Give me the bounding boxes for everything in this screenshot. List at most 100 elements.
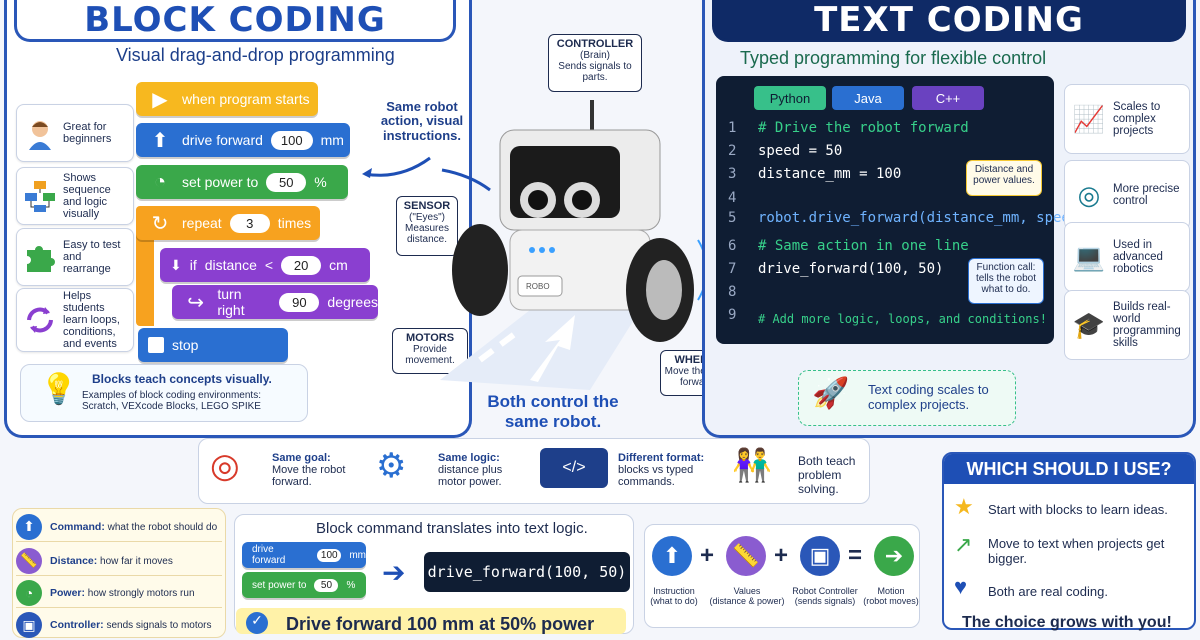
equation-panel [644,524,920,628]
block-value[interactable]: 3 [229,213,270,233]
block-note-body: Examples of block coding environments: S… [82,390,261,412]
feature-label: Easy to test and rearrange [63,239,121,275]
block-stop[interactable]: stop [138,328,288,362]
block-value: 100 [316,548,342,562]
feature-loops: Helps students learn loops, conditions, … [16,288,134,352]
line-number: 1 [728,120,737,136]
gears-icon: ⚙ [376,447,407,485]
compare-title: Same goal: [272,452,331,464]
caption-label: Robot Controller [792,586,858,596]
arrow-up-icon: ⬆ [16,513,42,540]
tab-cpp[interactable]: C++ [912,86,984,110]
block-if[interactable]: ⬇ if distance < 20 cm [160,248,370,282]
legend-desc: how strongly motors run [87,587,195,599]
line-number: 3 [728,166,737,182]
flowchart-icon [21,177,59,215]
callout-body: Provide movement. [405,344,455,366]
line-number: 4 [728,190,737,206]
block-label: drive forward [252,544,286,566]
curved-arrow-left [362,156,431,178]
block-unit: times [277,215,312,231]
block-operator: < [264,257,274,273]
caption-sub: (robot moves) [863,596,919,606]
callout-title: SENSOR [403,200,451,212]
feature-beginners: Great for beginners [16,104,134,162]
block-value[interactable]: 90 [279,292,320,312]
equation-caption: Values(distance & power) [706,586,788,606]
block-label: if [189,257,197,273]
block-label: turn right [217,286,245,318]
block-unit: cm [329,257,348,273]
feature-label: Scales to complex projects [1113,101,1161,137]
feature-skills: 🎓Builds real-world programming skills [1064,290,1190,360]
block-unit: mm [320,132,344,148]
compare-title: Different format: [618,452,705,464]
feature-precise: ◎More precise control [1064,160,1190,230]
caption-label: Instruction [653,586,695,596]
legend-term: Command: [50,520,105,533]
caption-sub: (distance & power) [709,596,785,606]
legend-desc: sends signals to motors [106,620,212,631]
robot-illustration [440,100,710,390]
block-unit: % [314,174,327,190]
equation-caption: Motion(robot moves) [862,586,920,606]
comparison-strip [198,438,870,504]
legend-term: Power: [50,586,86,599]
line-number: 6 [728,238,737,254]
compare-item: Same logic:distance plus motor power. [438,452,530,488]
growth-chart-icon: 📈 [1072,103,1106,134]
code-line: # Same action in one line [758,238,969,254]
block-value[interactable]: 20 [281,255,322,275]
legend-term: Distance: [50,554,98,567]
compare-body: blocks vs typed commands. [618,464,694,488]
legend-command: ⬆Command: what the robot should do [16,512,222,542]
block-value[interactable]: 100 [270,130,313,150]
mini-block-drive: drive forward 100 mm [242,542,366,568]
compare-item: Same goal:Move the robot forward. [272,452,362,488]
block-unit: degrees [327,294,378,310]
feature-test: Easy to test and rearrange [16,228,134,286]
callout-body: Distance and power values. [973,164,1035,186]
line-number: 8 [728,284,737,300]
block-label: drive forward [182,132,263,148]
student-icon [21,114,59,152]
sensor-callout: SENSOR ("Eyes") Measures distance. [396,196,458,256]
feature-scales: 📈Scales to complex projects [1064,84,1190,154]
block-repeat[interactable]: ↻ repeat 3 times [136,206,320,240]
callout-body: Move the robot forward. [664,366,732,388]
block-drive-forward[interactable]: ⬆ drive forward 100 mm [136,123,350,157]
equation-caption: Robot Controller(sends signals) [790,586,860,606]
block-value[interactable]: 50 [266,172,307,192]
mini-block-power: set power to 50 % [242,572,366,598]
feature-label: Great for beginners [63,121,112,145]
feature-label: Helps students learn loops, conditions, … [63,290,120,350]
arrow-down-icon: ⬇ [170,256,182,273]
play-icon: ▶ [152,88,168,111]
block-label: distance [204,257,257,273]
translation-title: Block command translates into text logic… [316,520,588,537]
block-note-title: Blocks teach concepts visually. [92,372,272,386]
callout-title: CONTROLLER [556,38,634,50]
caption-label: Motion [877,586,905,596]
block-set-power[interactable]: ◔ set power to 50 % [136,165,348,199]
same-action-text: Same robot action, visual instructions. [380,99,464,143]
block-when-start[interactable]: ▶ when program starts [136,82,318,116]
code-line: # Add more logic, loops, and conditions! [758,312,1047,326]
compare-item: Both teach problem solving. [798,454,866,496]
graduation-cap-icon: 🎓 [1072,309,1106,340]
plus-sign: + [774,542,789,569]
feature-label: Builds real-world programming skills [1113,301,1181,349]
gauge-icon: ◔ [153,170,167,193]
block-label: when program starts [182,91,310,107]
callout-body: Function call: tells the robot what to d… [975,262,1037,295]
feature-label: More precise control [1113,183,1180,207]
repeat-icon: ↻ [151,212,169,235]
tab-python[interactable]: Python [754,86,826,110]
legend-distance: 📏Distance: how far it moves [16,546,222,576]
callout-title: MOTORS [405,332,455,344]
tab-java[interactable]: Java [832,86,904,110]
block-turn-right[interactable]: ↪ turn right 90 degrees [172,285,378,319]
check-icon: ✓ [246,612,268,634]
star-icon: ★ [954,494,974,519]
arrow-up-icon: ⬆ [151,129,169,152]
